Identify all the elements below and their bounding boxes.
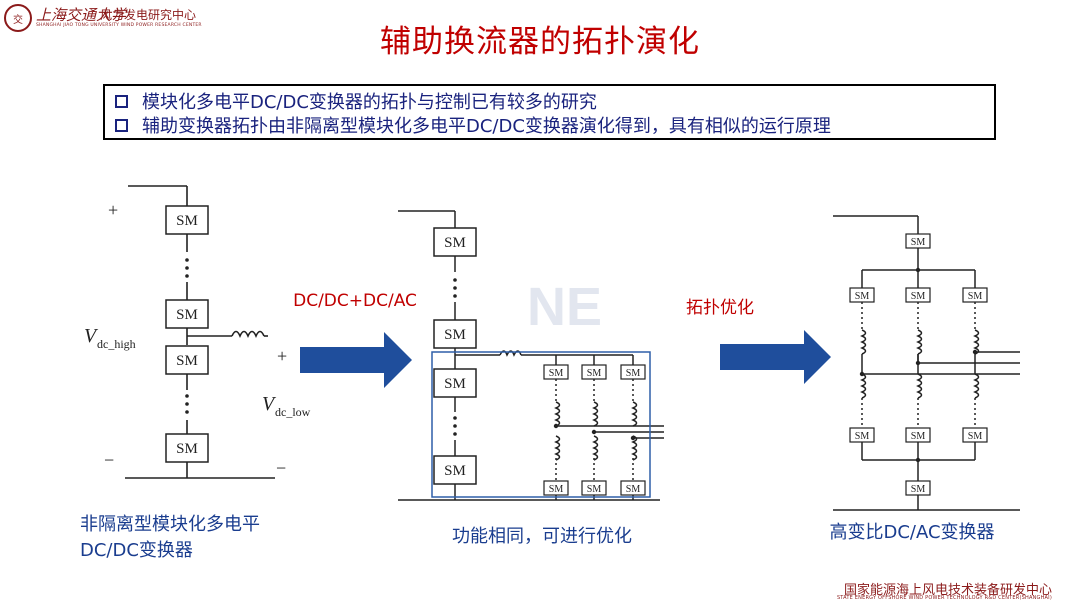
sm-label: SM <box>176 353 198 369</box>
university-seal-icon: 交 <box>4 4 32 32</box>
sm-label: SM <box>549 484 564 495</box>
sm-label: SM <box>444 376 466 392</box>
bullet-item: 模块化多电平DC/DC变换器的拓扑与控制已有较多的研究 <box>115 89 994 113</box>
arrow2-label: 拓扑优化 <box>686 298 754 318</box>
minus-sign: − <box>276 458 286 478</box>
minus-sign: − <box>104 450 114 470</box>
bullet-item: 辅助变换器拓扑由非隔离型模块化多电平DC/DC变换器演化得到，具有相似的运行原理 <box>115 113 994 137</box>
logo-university-name: 上海交通大学 <box>36 6 127 24</box>
footer-center-english: STATE ENERGY OFFSHORE WIND POWER TECHNOL… <box>836 595 1052 601</box>
bullet-text: 辅助变换器拓扑由非隔离型模块化多电平DC/DC变换器演化得到，具有相似的运行原理 <box>142 116 831 137</box>
sm-label: SM <box>626 484 641 495</box>
caption-circuit2: 功能相同，可进行优化 <box>452 526 632 547</box>
circuit-high-ratio-dcac <box>833 215 1020 511</box>
ellipsis-dots <box>453 278 636 441</box>
sm-label: SM <box>968 431 983 442</box>
sm-label: SM <box>587 484 602 495</box>
sm-label: SM <box>549 368 564 379</box>
sm-label: SM <box>176 307 198 323</box>
sm-label: SM <box>911 237 926 248</box>
sm-label: SM <box>176 213 198 229</box>
watermark: NE <box>527 277 602 337</box>
logo-center-name: 风力发电研究中心 <box>100 8 197 22</box>
plus-sign: + <box>277 346 287 366</box>
sm-label: SM <box>444 463 466 479</box>
square-bullet-icon <box>115 118 128 132</box>
v-low-subscript: dc_low <box>275 405 311 419</box>
v-high-subscript: dc_high <box>97 337 136 351</box>
v-low-label: V <box>262 393 277 415</box>
sm-label: SM <box>911 291 926 302</box>
plus-sign: + <box>108 200 118 220</box>
slide-title: 辅助换流器的拓扑演化 <box>380 24 700 60</box>
sm-label: SM <box>444 235 466 251</box>
square-bullet-icon <box>115 94 128 108</box>
sm-label: SM <box>855 431 870 442</box>
sm-label: SM <box>587 368 602 379</box>
arrow1-label: DC/DC+DC/AC <box>293 291 417 311</box>
caption-circuit3: 高变比DC/AC变换器 <box>829 522 994 543</box>
sm-label: SM <box>626 368 641 379</box>
sm-label: SM <box>968 291 983 302</box>
circuit-dcdc-dcac <box>398 210 664 501</box>
evolution-arrow-icon <box>720 330 831 384</box>
sm-label: SM <box>855 291 870 302</box>
sm-label: SM <box>176 441 198 457</box>
highlight-frame <box>431 351 651 498</box>
sm-label: SM <box>911 484 926 495</box>
bullet-box: 模块化多电平DC/DC变换器的拓扑与控制已有较多的研究 辅助变换器拓扑由非隔离型… <box>103 84 996 140</box>
logo-english-name: SHANGHAI JIAO TONG UNIVERSITY WIND POWER… <box>36 23 202 28</box>
caption-circuit1-line2: DC/DC变换器 <box>80 540 193 561</box>
sm-label: SM <box>911 431 926 442</box>
v-high-label: V <box>84 325 99 347</box>
junction-dots <box>859 267 978 463</box>
footer-center-name: 国家能源海上风电技术装备研发中心 <box>843 583 1052 598</box>
sm-label: SM <box>444 327 466 343</box>
caption-circuit1-line1: 非隔离型模块化多电平 <box>80 514 260 535</box>
evolution-arrow-icon <box>300 332 412 388</box>
bullet-text: 模块化多电平DC/DC变换器的拓扑与控制已有较多的研究 <box>142 92 597 113</box>
circuit-non-isolated-mmc <box>125 185 275 479</box>
ellipsis-dots <box>185 258 189 414</box>
